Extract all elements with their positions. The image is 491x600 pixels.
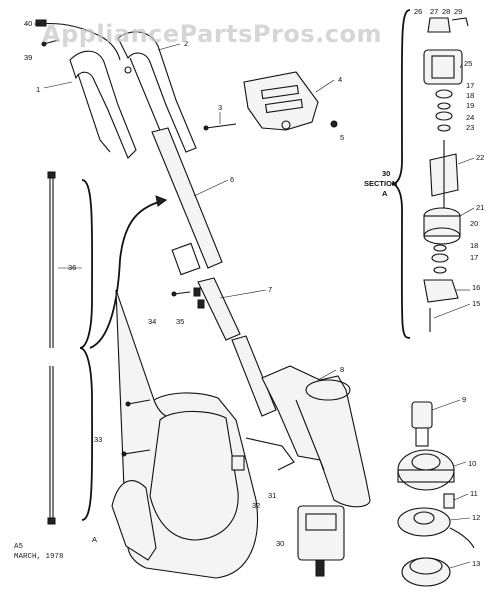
callout-8: 8: [340, 365, 344, 374]
spool-housing-10: [397, 449, 455, 491]
middle-tube: [197, 277, 241, 341]
callout-2: 2: [184, 39, 188, 48]
callout-25: 25: [464, 59, 472, 68]
callout-19: 19: [466, 101, 474, 110]
callout-13: 13: [472, 559, 480, 568]
callout-4: 4: [338, 75, 342, 84]
callout-30: 30: [276, 539, 284, 548]
screws-33: [121, 399, 151, 457]
handle-left-half: [69, 50, 137, 159]
extension-cable-36: [47, 171, 56, 525]
callout-29: 29: [454, 7, 462, 16]
leader-lines: [34, 23, 475, 569]
drive-coupling-9: [411, 401, 433, 447]
callout-17a: 17: [466, 81, 474, 90]
callout-21: 21: [476, 203, 484, 212]
callout-36: 36: [68, 263, 76, 272]
footer-note-code: A5: [14, 543, 24, 551]
callout-22: 22: [476, 153, 484, 162]
footer-note-date: MARCH, 1978: [14, 553, 64, 561]
callout-15: 15: [472, 299, 480, 308]
callout-17b: 17: [470, 253, 478, 262]
callout-34: 34: [148, 317, 156, 326]
nut-35: [193, 287, 205, 309]
callout-40: 40: [24, 19, 32, 28]
callout-18a: 18: [466, 91, 474, 100]
callout-6: 6: [230, 175, 234, 184]
motor-housing: [261, 365, 371, 508]
callout-11: 11: [470, 489, 478, 498]
assembly-arrowhead: [155, 195, 168, 207]
callout-23: 23: [466, 123, 474, 132]
callout-labels: 40 39 1 2 3 4 5 6 7 36 34 35 8 33 31 32 …: [24, 7, 484, 568]
section-a-bracket: [391, 9, 411, 339]
callout-12: 12: [472, 513, 480, 522]
callout-31: 31: [268, 491, 276, 500]
spring-11: [443, 493, 455, 509]
callout-5: 5: [340, 133, 344, 142]
switch-assembly: [297, 505, 345, 577]
callout-20: 20: [470, 219, 478, 228]
callout-28: 28: [442, 7, 450, 16]
callout-16: 16: [472, 283, 480, 292]
callout-1: 1: [36, 85, 40, 94]
callout-26: 26: [414, 7, 422, 16]
callout-33: 33: [94, 435, 102, 444]
motor-stack: [423, 17, 469, 332]
screw-34: [171, 291, 191, 297]
line-spool-12: [397, 507, 475, 549]
power-cord: [35, 19, 121, 61]
spool-cap-13: [401, 557, 451, 587]
screw-3: [203, 123, 237, 131]
clip-32: [231, 455, 245, 471]
callout-18b: 18: [470, 241, 478, 250]
watermark: AppliancePartsPros.com: [42, 20, 382, 48]
cable-brace: [79, 179, 94, 521]
callout-24: 24: [466, 113, 474, 122]
callout-7: 7: [268, 285, 272, 294]
callout-10: 10: [468, 459, 476, 468]
section-letter: A: [382, 189, 388, 198]
callout-32: 32: [252, 501, 260, 510]
section-word: SECTION: [364, 179, 397, 188]
footer-note: A5 MARCH, 1978: [14, 543, 64, 561]
switch-cover-plate: [243, 71, 319, 131]
upper-tube: [151, 127, 223, 276]
screw-5: [330, 120, 338, 128]
section-a-label: 30 SECTION A: [364, 169, 397, 198]
callout-3: 3: [218, 103, 222, 112]
section-number: 30: [382, 169, 390, 178]
screw-39: [41, 39, 59, 47]
callout-A: A: [92, 535, 97, 544]
lower-tube: [231, 335, 277, 417]
assembly-arrow: [89, 199, 167, 349]
callout-35: 35: [176, 317, 184, 326]
callout-39: 39: [24, 53, 32, 62]
debris-shield: [111, 289, 259, 579]
callout-27: 27: [430, 7, 438, 16]
callout-9: 9: [462, 395, 466, 404]
clip-31: [245, 437, 295, 471]
